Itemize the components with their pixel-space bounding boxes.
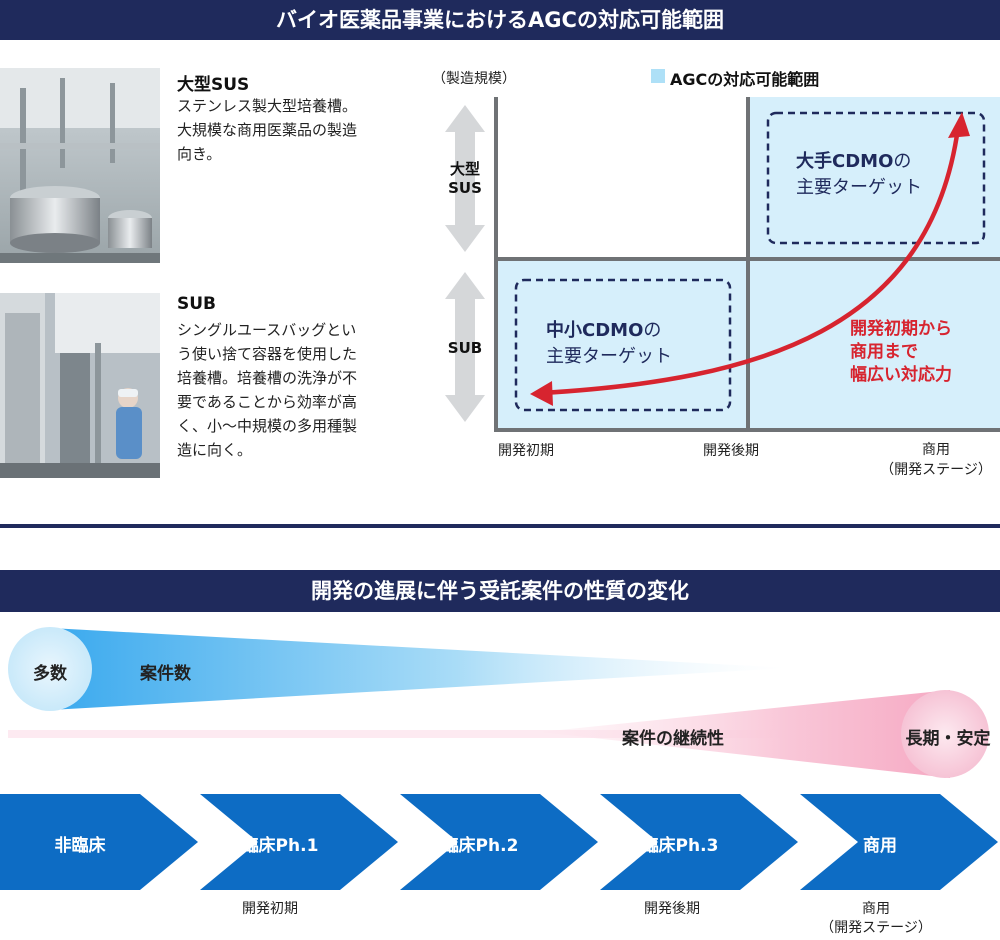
upper-target-box [766,111,986,245]
many-circle-label: 多数 [33,664,67,684]
sub-heading: SUB [177,294,217,314]
x-label-commercial: 商用 （開発ステージ） [872,440,1000,480]
section-title-agc-range: バイオ医薬品事業におけるAGCの対応可能範囲 [0,0,1000,40]
stage-sub-late: 開発後期 [644,901,700,917]
upper-target-line2: 主要ターゲット [796,177,922,198]
x-label-commercial-line: 商用 [922,442,950,458]
large-sus-line: ステンレス製大型培養槽。 [177,97,358,115]
stage-label-ph3: 臨床Ph.3 [641,836,719,856]
stage-label-commercial: 商用 [863,836,897,856]
range-arrow-head-top [948,112,970,138]
large-sus-line: 向き。 [177,145,222,163]
stage-chevron-2 [200,794,398,890]
y-axis-caption: （製造規模） [432,71,516,87]
range-caption-line: 開発初期から [850,319,952,339]
large-sus-heading: 大型SUS [177,75,250,95]
section-title-case-change: 開発の進展に伴う受託案件の性質の変化 [0,570,1000,612]
x-label-commercial-line: （開発ステージ） [880,462,992,478]
legend-label: AGCの対応可能範囲 [670,70,820,89]
sub-line: シングルユースバッグとい [177,321,357,339]
continuity-label: 案件の継続性 [622,729,724,749]
scope-matrix-diagram [445,69,1000,432]
lower-target-line2: 主要ターゲット [546,346,672,367]
upper-target-particle: の [893,151,912,172]
case-count-label: 案件数 [140,664,191,684]
y-upper-label: 大型 SUS [435,160,495,198]
large-sus-line: 大規模な商用医薬品の製造 [177,121,358,139]
range-caption-line: 幅広い対応力 [850,365,952,385]
section-title-text: バイオ医薬品事業におけるAGCの対応可能範囲 [276,8,724,32]
large-sus-photo [0,68,160,263]
section-divider [0,524,1000,528]
sub-line: 要であることから効率が高 [177,393,357,411]
sub-description: シングルユースバッグとい う使い捨て容器を使用した 培養槽。培養槽の洗浄が不 要… [177,318,397,462]
stage-chevron-3 [400,794,598,890]
range-caption-line: 商用まで [850,342,918,362]
stage-label-ph2: 臨床Ph.2 [441,836,519,856]
x-label-late: 開発後期 [703,443,759,459]
x-label-early: 開発初期 [498,443,554,459]
stage-sub-commercial: 商用 （開発ステージ） [812,900,940,938]
case-count-wedge [50,628,790,710]
stage-sub-commercial-line: （開発ステージ） [820,920,932,936]
continuity-wedge [540,690,950,778]
range-arrow-caption: 開発初期から 商用まで 幅広い対応力 [850,318,952,387]
stage-label-nonclinical: 非臨床 [54,836,106,856]
sub-scale-arrow [445,272,485,422]
upper-target-text: 大手CDMOの 主要ターゲット [796,149,922,201]
upper-target-company: 大手CDMO [796,151,894,172]
case-trend-diagram [0,627,998,890]
sub-line: 造に向く。 [177,441,253,459]
section-title-text: 開発の進展に伴う受託案件の性質の変化 [311,579,689,603]
stage-sub-early: 開発初期 [242,901,298,917]
y-upper-line: SUS [448,179,482,197]
stage-sub-commercial-line: 商用 [862,901,890,917]
stage-chevron-1 [0,794,198,890]
large-sus-description: ステンレス製大型培養槽。 大規模な商用医薬品の製造 向き。 [177,94,397,166]
lower-target-box [514,278,732,412]
cell-lower-left [496,261,746,429]
stable-circle-label: 長期・安定 [905,729,991,749]
sub-line: 培養槽。培養槽の洗浄が不 [177,369,358,387]
y-upper-line: 大型 [449,160,480,178]
sus-scale-arrow [445,105,485,252]
y-lower-label: SUB [447,339,483,357]
lower-target-text: 中小CDMOの 主要ターゲット [546,318,672,370]
stage-chevron-5 [800,794,998,890]
lower-target-particle: の [643,320,662,341]
stage-label-ph1: 臨床Ph.1 [241,836,319,856]
sub-line: う使い捨て容器を使用した [177,345,358,363]
sub-line: く、小〜中規模の多用種製 [177,417,358,435]
sub-photo [0,293,160,478]
many-circle [8,627,92,711]
range-arrow [541,127,961,396]
range-arrow-head-left [530,381,553,406]
lower-target-company: 中小CDMO [546,320,644,341]
stage-chevron-4 [600,794,798,890]
stable-circle [901,690,989,778]
legend-swatch [651,69,665,83]
